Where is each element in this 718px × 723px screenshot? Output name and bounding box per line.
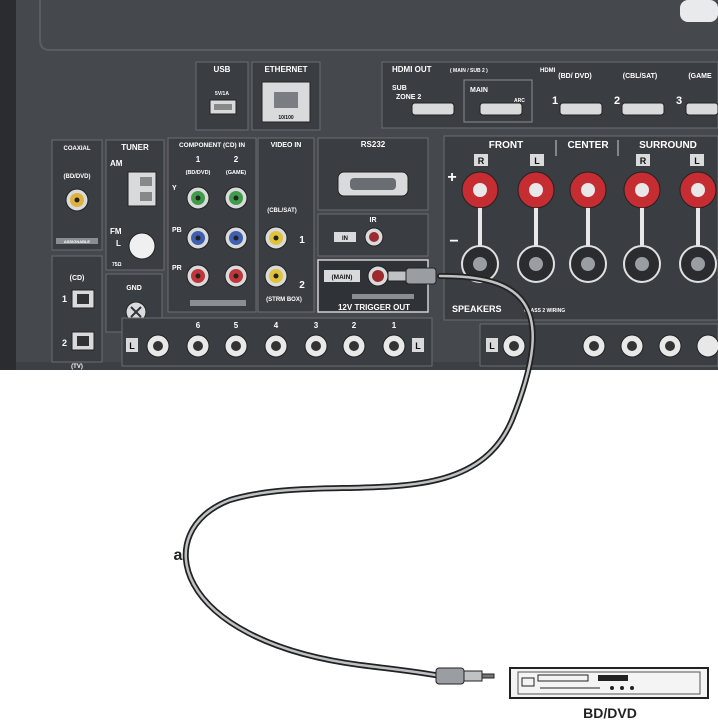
svg-text:CENTER: CENTER bbox=[567, 140, 609, 151]
hdmi-in-2-port[interactable] bbox=[621, 102, 665, 116]
svg-text:COAXIAL: COAXIAL bbox=[64, 146, 91, 152]
svg-text:RS232: RS232 bbox=[361, 140, 386, 149]
foot-bump bbox=[680, 0, 718, 22]
svg-text:1: 1 bbox=[62, 294, 67, 304]
svg-text:2: 2 bbox=[352, 321, 357, 330]
svg-text:+: + bbox=[447, 169, 456, 186]
svg-text:FRONT: FRONT bbox=[489, 140, 523, 151]
svg-text:12V TRIGGER OUT: 12V TRIGGER OUT bbox=[338, 303, 410, 312]
svg-text:3: 3 bbox=[314, 321, 319, 330]
svg-text:VIDEO IN: VIDEO IN bbox=[271, 142, 302, 149]
svg-text:L: L bbox=[489, 341, 495, 351]
hdmi-sub-port[interactable] bbox=[411, 102, 455, 116]
svg-text:(GAME: (GAME bbox=[688, 73, 712, 80]
svg-text:75Ω: 75Ω bbox=[112, 262, 122, 268]
usb-block bbox=[195, 61, 249, 131]
svg-text:3: 3 bbox=[676, 95, 682, 107]
hdmi-in-1-port[interactable] bbox=[559, 102, 603, 116]
svg-text:5: 5 bbox=[234, 321, 239, 330]
svg-text:PB: PB bbox=[172, 227, 182, 234]
hdmi-in-header: HDMI bbox=[540, 68, 556, 74]
hdmi-out-label: HDMI OUT bbox=[392, 65, 432, 74]
svg-text:L: L bbox=[415, 341, 421, 351]
svg-text:(BD/DVD): (BD/DVD) bbox=[64, 174, 91, 180]
svg-text:FM: FM bbox=[110, 227, 122, 236]
svg-text:PR: PR bbox=[172, 265, 182, 272]
svg-text:SPEAKERS: SPEAKERS bbox=[452, 304, 502, 314]
svg-text:COMPONENT (CD) IN: COMPONENT (CD) IN bbox=[179, 142, 245, 149]
svg-text:2: 2 bbox=[62, 338, 67, 348]
ethernet-port[interactable] bbox=[261, 81, 311, 123]
hdmi-main-port[interactable] bbox=[479, 102, 523, 116]
svg-text:5V/1A: 5V/1A bbox=[215, 91, 229, 97]
svg-text:L: L bbox=[694, 156, 700, 166]
svg-text:ZONE 2: ZONE 2 bbox=[396, 94, 421, 101]
svg-text:SURROUND: SURROUND bbox=[639, 140, 697, 151]
bottom-mini-plug bbox=[435, 667, 495, 685]
svg-text:IR: IR bbox=[370, 217, 377, 224]
svg-text:6: 6 bbox=[196, 321, 201, 330]
svg-text:(CBL/SAT): (CBL/SAT) bbox=[623, 73, 657, 80]
device-label: BD/DVD bbox=[583, 705, 637, 721]
bd-dvd-player bbox=[509, 667, 709, 699]
svg-text:2: 2 bbox=[299, 280, 305, 291]
svg-text:MAIN: MAIN bbox=[470, 87, 488, 94]
svg-text:IN: IN bbox=[342, 236, 348, 242]
svg-text:( MAIN / SUB 2 ): ( MAIN / SUB 2 ) bbox=[450, 68, 488, 74]
svg-text:(CD): (CD) bbox=[70, 275, 85, 282]
svg-text:4: 4 bbox=[274, 321, 279, 330]
svg-text:1: 1 bbox=[299, 235, 305, 246]
svg-text:2: 2 bbox=[614, 95, 620, 107]
svg-text:2: 2 bbox=[234, 155, 239, 164]
svg-text:10/100: 10/100 bbox=[278, 115, 294, 121]
svg-text:SUB: SUB bbox=[392, 85, 407, 92]
top-mini-plug bbox=[387, 267, 437, 285]
svg-text:R: R bbox=[640, 156, 647, 166]
svg-text:L: L bbox=[534, 156, 540, 166]
hdmi-in-3-port[interactable] bbox=[685, 102, 718, 116]
svg-text:(BD/ DVD): (BD/ DVD) bbox=[558, 73, 591, 80]
svg-text:(MAIN): (MAIN) bbox=[332, 274, 353, 281]
speakers-block bbox=[443, 135, 718, 321]
svg-text:1: 1 bbox=[552, 95, 558, 107]
svg-text:AM: AM bbox=[110, 159, 123, 168]
svg-text:(TV): (TV) bbox=[71, 364, 83, 370]
fm-antenna-jack[interactable] bbox=[128, 232, 156, 260]
svg-text:(GAME): (GAME) bbox=[226, 170, 246, 176]
svg-text:−: − bbox=[449, 233, 458, 250]
cable-label: a bbox=[174, 547, 183, 564]
svg-text:R: R bbox=[478, 156, 485, 166]
component-block bbox=[167, 137, 257, 313]
video-in-block bbox=[257, 137, 315, 313]
svg-text:L: L bbox=[116, 239, 121, 248]
svg-text:CLASS 2 WIRING: CLASS 2 WIRING bbox=[524, 308, 565, 314]
svg-text:1: 1 bbox=[196, 155, 201, 164]
svg-text:ASSIGNABLE: ASSIGNABLE bbox=[64, 239, 91, 244]
svg-text:Y: Y bbox=[172, 185, 177, 192]
svg-text:TUNER: TUNER bbox=[121, 143, 149, 152]
svg-text:(STRM BOX): (STRM BOX) bbox=[266, 297, 302, 303]
ethernet-label: ETHERNET bbox=[264, 65, 307, 74]
svg-text:ARC: ARC bbox=[514, 98, 525, 104]
svg-text:(CBL/SAT): (CBL/SAT) bbox=[267, 208, 297, 214]
hdmi-block bbox=[381, 61, 718, 129]
usb-label: USB bbox=[214, 65, 231, 74]
svg-text:1: 1 bbox=[392, 321, 397, 330]
pre-out-jack[interactable] bbox=[696, 334, 718, 358]
svg-text:GND: GND bbox=[126, 285, 142, 292]
svg-text:(BD/DVD): (BD/DVD) bbox=[186, 170, 211, 176]
svg-text:L: L bbox=[129, 341, 135, 351]
